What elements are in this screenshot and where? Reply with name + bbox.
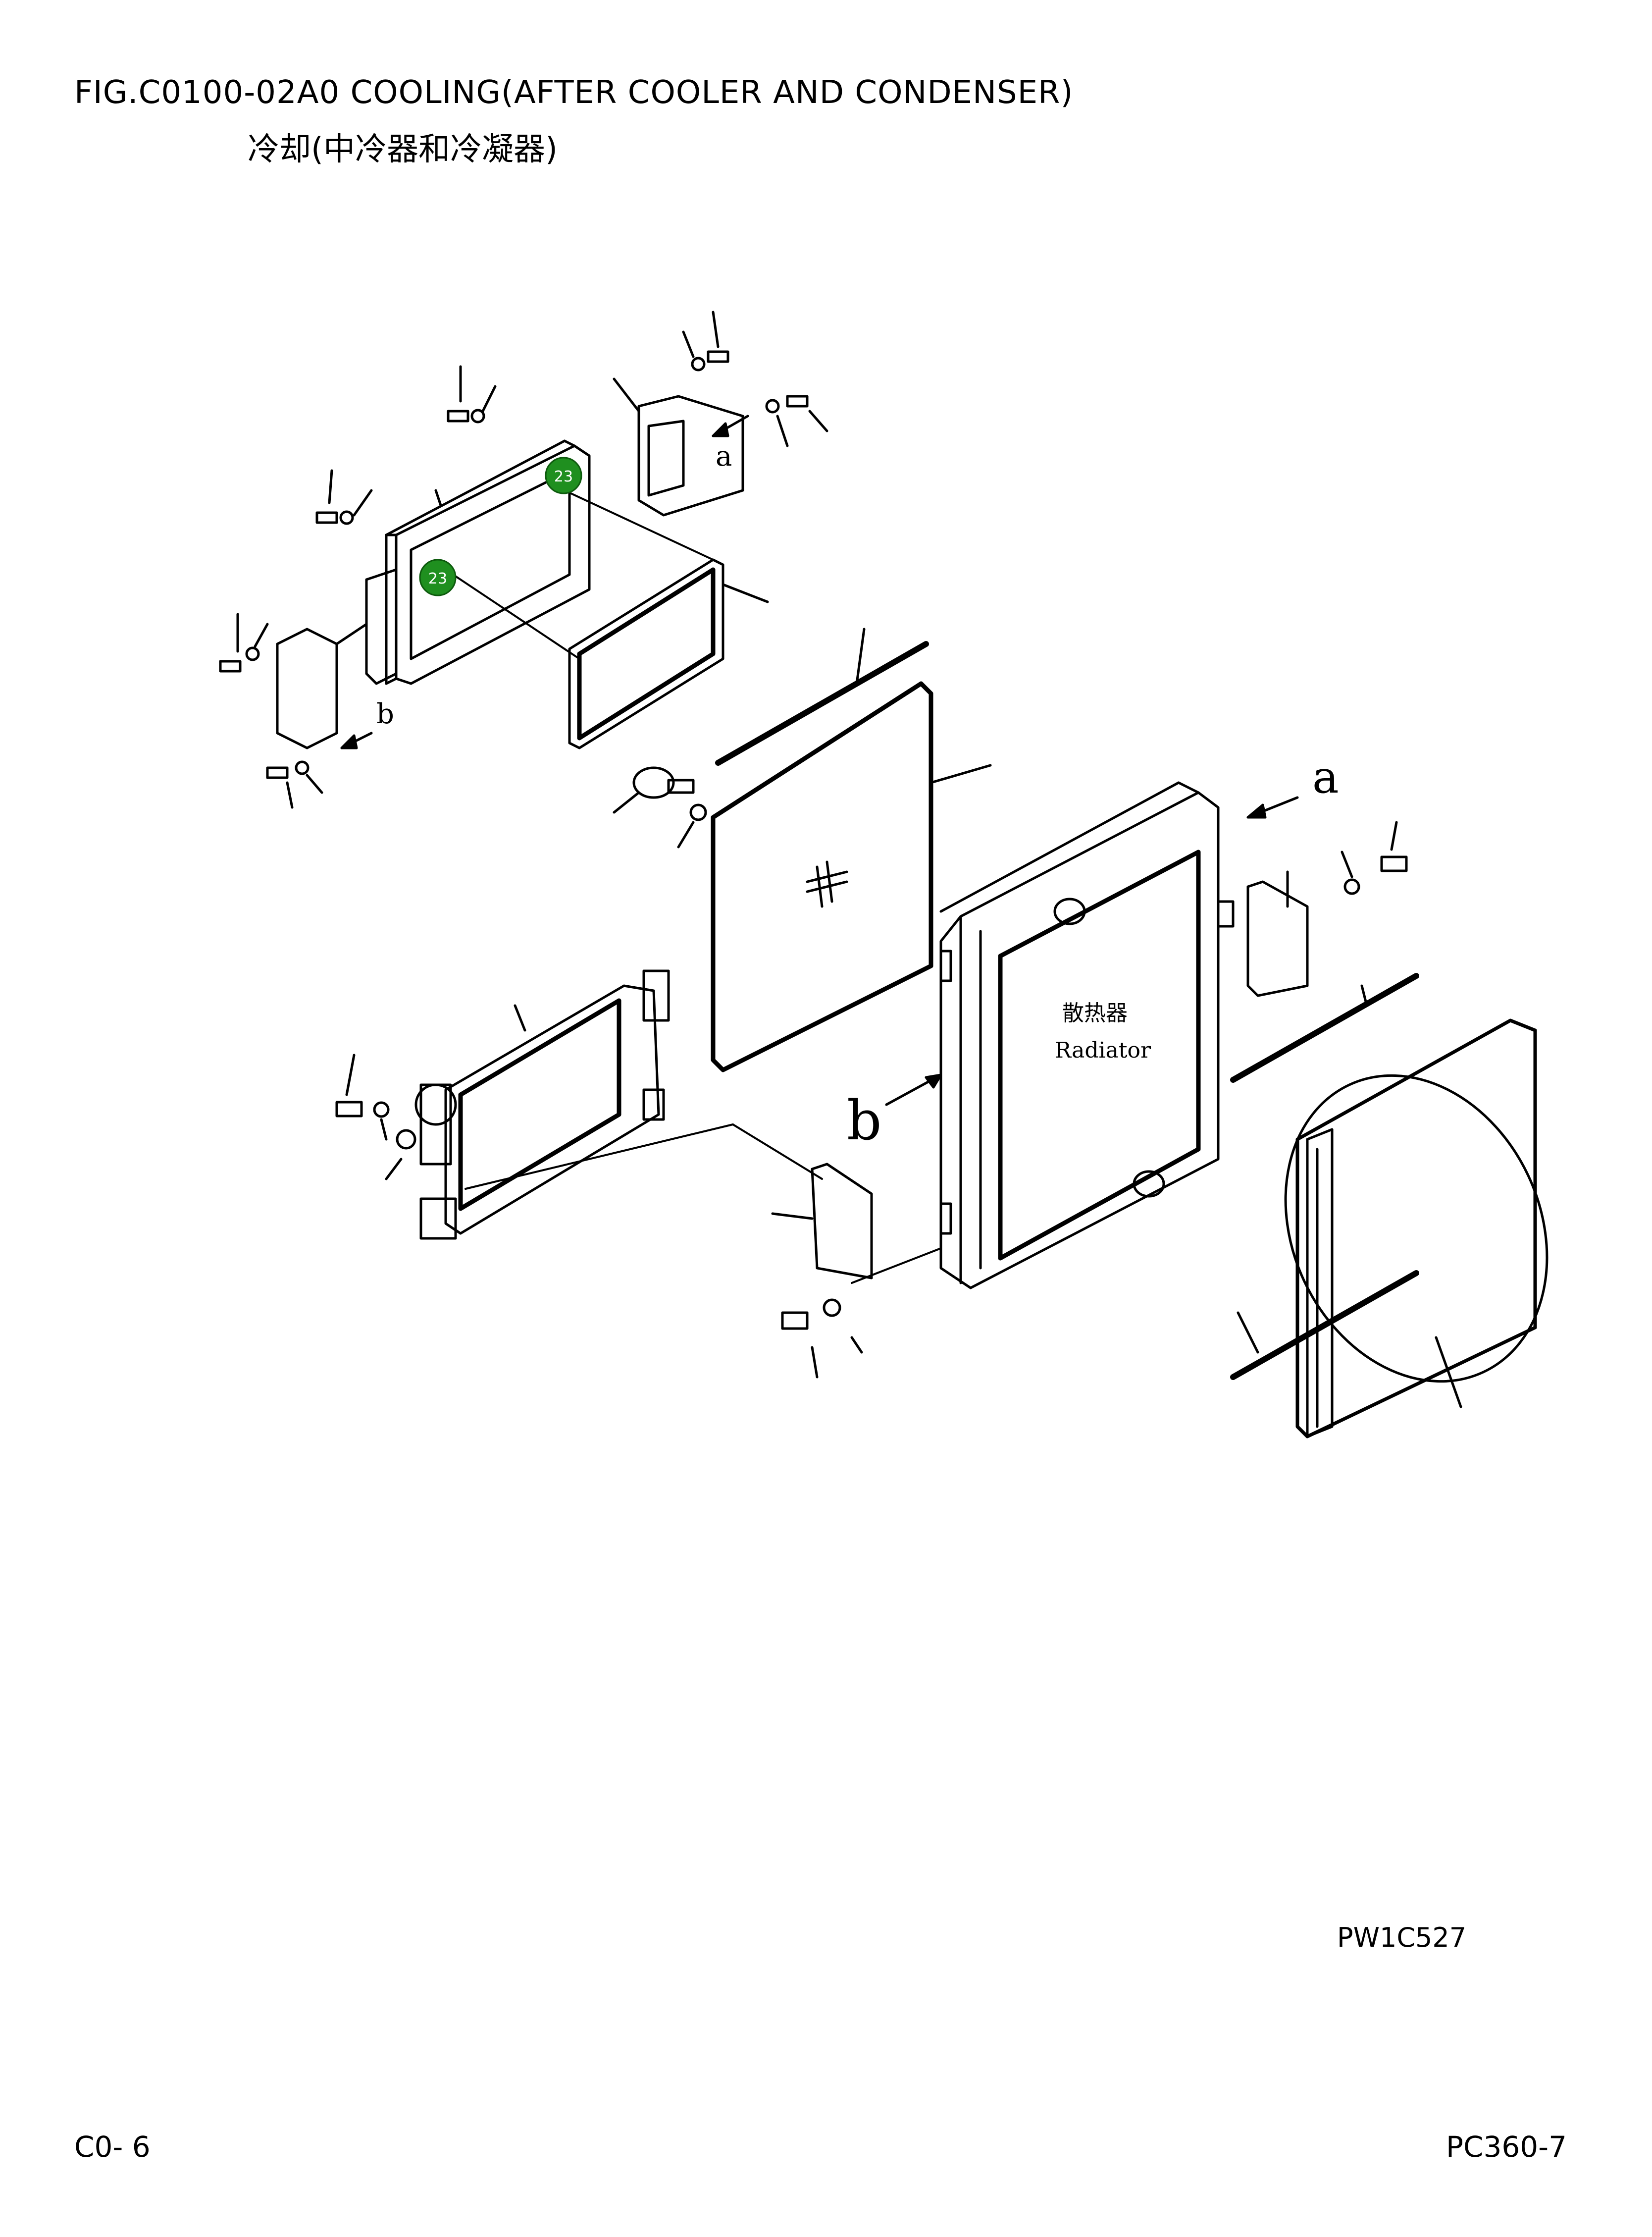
radiator-label-chinese: 散热器 xyxy=(1062,1001,1128,1026)
svg-text:23: 23 xyxy=(554,468,573,485)
seal-strips-right xyxy=(1230,973,1419,1380)
figure-title: FIG.C0100-02A0 COOLING(AFTER COOLER AND … xyxy=(74,74,1074,111)
fasteners-upper-left xyxy=(219,365,497,809)
radiator-screen xyxy=(711,681,992,1072)
seal-strip xyxy=(715,628,929,766)
condenser-frame xyxy=(385,439,591,685)
after-cooler-fasteners xyxy=(335,1054,416,1180)
callout-23-upper[interactable]: 23 xyxy=(545,457,582,494)
page-number: C0- 6 xyxy=(74,2130,151,2164)
left-bracket xyxy=(276,568,398,749)
figure-title-chinese: 冷却(中冷器和冷凝器) xyxy=(248,131,558,168)
condenser-core xyxy=(568,558,769,749)
arrow-label-b-center: b xyxy=(847,1089,881,1152)
fan-shroud xyxy=(1284,1018,1549,1438)
arrow-label-a-right: a xyxy=(1312,751,1339,803)
after-cooler xyxy=(414,969,670,1240)
cover-plate xyxy=(771,1163,873,1379)
radiator-assembly xyxy=(939,781,1235,1289)
assembly-lines xyxy=(445,489,942,1284)
illustration-code: PW1C527 xyxy=(1337,1922,1467,1953)
hose-fitting xyxy=(613,766,707,849)
svg-text:23: 23 xyxy=(428,570,447,587)
reference-arrows xyxy=(340,415,1299,1106)
fasteners-upper-right xyxy=(434,311,828,507)
model-code: PC360-7 xyxy=(1446,2130,1567,2164)
arrow-label-b-left: b xyxy=(376,698,394,730)
radiator-label-english: Radiator xyxy=(1055,1038,1151,1063)
callout-23-lower[interactable]: 23 xyxy=(419,559,457,596)
radiator-side-bracket xyxy=(1246,821,1408,997)
arrow-label-a-upper: a xyxy=(716,440,732,473)
right-bracket xyxy=(637,395,744,517)
